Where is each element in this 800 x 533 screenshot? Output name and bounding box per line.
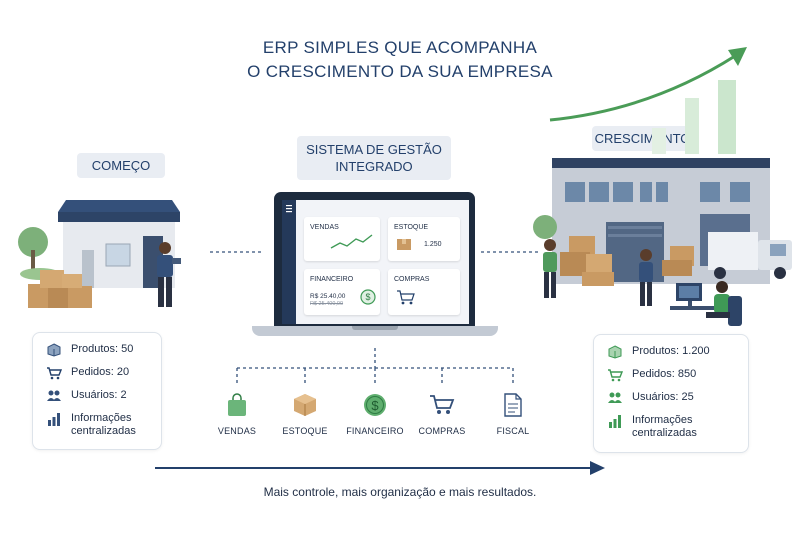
dollar-icon: $	[360, 289, 376, 305]
module-label: FISCAL	[496, 426, 530, 436]
module-label: COMPRAS	[418, 426, 466, 436]
card-stock-value: 1.250	[424, 241, 442, 248]
small-shop-graphic	[18, 200, 181, 308]
bar-chart-icon	[45, 412, 63, 426]
module-label: VENDAS	[217, 426, 257, 436]
sales-trend-icon	[330, 234, 373, 249]
box-icon	[606, 345, 624, 359]
svg-text:$: $	[371, 398, 379, 413]
dashboard-sidebar	[282, 200, 296, 324]
title-line-1: ERP SIMPLES QUE ACOMPANHA	[262, 38, 538, 57]
stat-text: Pedidos: 850	[632, 368, 697, 380]
stage-label-growth: CRESCIMENTO	[592, 126, 693, 151]
card-purchases[interactable]: COMPRAS	[388, 269, 460, 315]
module-finance[interactable]: $ FINANCEIRO	[340, 392, 410, 436]
stat-row: Pedidos: 20	[45, 366, 149, 380]
users-icon	[45, 389, 63, 403]
stat-row: Produtos: 50	[45, 343, 149, 357]
stage-label-start: COMEÇO	[77, 153, 165, 178]
stat-row: Produtos: 1.200	[606, 345, 736, 359]
users-icon	[606, 391, 624, 405]
card-finance-previous: R$ 25.400,00	[310, 301, 344, 307]
stats-card-start: Produtos: 50 Pedidos: 20 Usuários: 2 Inf…	[32, 332, 162, 450]
footer-tagline: Mais controle, mais organização e mais r…	[263, 485, 537, 499]
card-finance-label: FINANCEIRO	[310, 276, 354, 283]
system-label-line-2: INTEGRADO	[335, 159, 413, 174]
title-line-2: O CRESCIMENTO DA SUA EMPRESA	[247, 62, 553, 81]
module-sales[interactable]: VENDAS	[202, 392, 272, 436]
module-label: ESTOQUE	[282, 426, 328, 436]
card-sales-label: VENDAS	[310, 224, 339, 231]
cart-icon	[606, 368, 624, 382]
card-sales[interactable]: VENDAS	[304, 217, 380, 261]
cart-icon	[397, 290, 415, 305]
stat-text: Produtos: 1.200	[632, 345, 710, 357]
stat-row: Pedidos: 850	[606, 368, 736, 382]
stat-row: Usuários: 2	[45, 389, 149, 403]
box-icon	[292, 392, 318, 418]
module-fiscal[interactable]: FISCAL	[478, 392, 548, 436]
stage-label-system: SISTEMA DE GESTÃO INTEGRADO	[297, 136, 451, 180]
module-label: FINANCEIRO	[346, 426, 404, 436]
box-icon	[397, 239, 411, 250]
stats-card-growth: Produtos: 1.200 Pedidos: 850 Usuários: 2…	[593, 334, 749, 453]
laptop-notch	[352, 326, 398, 330]
module-purchases[interactable]: COMPRAS	[407, 392, 477, 436]
stat-text: Usuários: 25	[632, 391, 694, 403]
stat-row: Informações centralizadas	[606, 414, 736, 440]
card-finance[interactable]: FINANCEIRO R$ 25.40,00 R$ 25.400,00 $	[304, 269, 380, 315]
dollar-icon: $	[362, 392, 388, 418]
shopping-bag-icon	[224, 392, 250, 418]
timeline-arrow	[155, 461, 605, 475]
card-purchases-label: COMPRAS	[394, 276, 430, 283]
stat-text: Produtos: 50	[71, 343, 134, 355]
card-stock-label: ESTOQUE	[394, 224, 429, 231]
stat-row: Informações centralizadas	[45, 412, 149, 438]
box-icon	[45, 343, 63, 357]
stat-row: Usuários: 25	[606, 391, 736, 405]
card-finance-value: R$ 25.40,00	[310, 293, 346, 300]
laptop-base	[252, 326, 498, 336]
module-stock[interactable]: ESTOQUE	[270, 392, 340, 436]
bar-chart-icon	[606, 414, 624, 428]
menu-icon[interactable]	[282, 200, 296, 220]
system-label-line-1: SISTEMA DE GESTÃO	[306, 142, 442, 157]
stat-text: Usuários: 2	[71, 389, 127, 401]
growth-chart-graphic	[549, 47, 747, 154]
module-connectors	[236, 348, 514, 384]
warehouse-graphic	[533, 158, 792, 326]
stat-text: Informações centralizadas	[632, 414, 697, 439]
svg-text:$: $	[365, 292, 370, 302]
stat-text: Informações centralizadas	[71, 412, 136, 437]
card-stock[interactable]: ESTOQUE 1.250	[388, 217, 460, 261]
cart-icon	[45, 366, 63, 380]
stat-text: Pedidos: 20	[71, 366, 130, 378]
document-icon	[500, 392, 526, 418]
page-title: ERP SIMPLES QUE ACOMPANHA O CRESCIMENTO …	[220, 36, 580, 84]
dashboard-screen: VENDAS ESTOQUE 1.250 FINANCEIRO R$ 25.40…	[282, 200, 469, 324]
cart-icon	[429, 392, 455, 418]
